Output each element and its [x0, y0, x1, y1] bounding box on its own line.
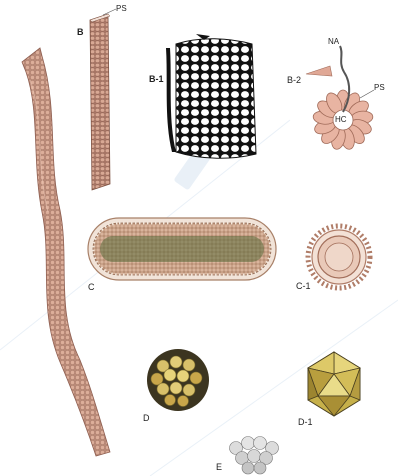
label-d1: D-1: [298, 418, 313, 427]
label-ps-b2: PS: [374, 84, 385, 92]
panel-b2-rod-cross-section: [306, 46, 374, 151]
panel-b1-capsomere-surface: [166, 34, 256, 158]
label-hc: HC: [335, 116, 347, 124]
panel-c1-envelope-cross-section: [308, 226, 370, 288]
panel-d1-icosahedron: [308, 352, 360, 416]
label-c1: C-1: [296, 282, 311, 291]
label-b: B: [77, 28, 84, 37]
panel-d-capsomere-sphere: [147, 349, 209, 411]
label-c: C: [88, 283, 95, 292]
panel-c-enveloped-virion: [88, 218, 276, 280]
label-ps-top: PS: [116, 5, 127, 13]
panel-e-geminate-particle: [230, 437, 279, 475]
label-e: E: [216, 463, 222, 472]
label-na: NA: [328, 38, 339, 46]
label-b2: B-2: [287, 76, 301, 85]
label-b1: B-1: [149, 75, 164, 84]
label-d: D: [143, 414, 150, 423]
panel-b-rigid-rod: [90, 9, 116, 190]
